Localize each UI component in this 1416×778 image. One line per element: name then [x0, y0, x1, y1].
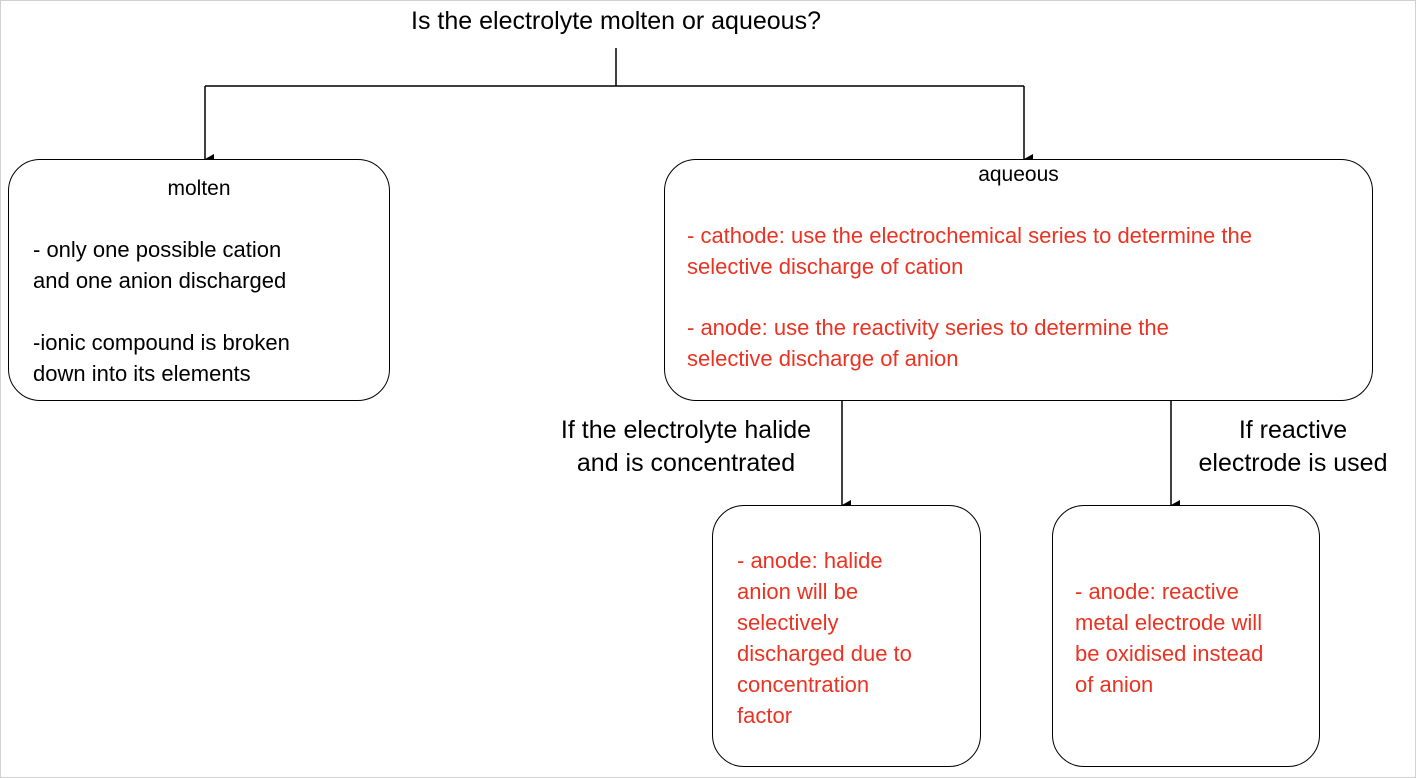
- aqueous-title: aqueous: [978, 163, 1059, 186]
- aqueous-point: - cathode: use the electrochemical serie…: [687, 223, 1252, 279]
- reactive-result-text: - anode: reactive metal electrode will b…: [1075, 579, 1264, 697]
- aqueous-box: aqueous - cathode: use the electrochemic…: [664, 159, 1373, 401]
- molten-box: molten - only one possible cation and on…: [8, 159, 390, 401]
- halide-result-box: - anode: halide anion will be selectivel…: [712, 505, 981, 767]
- reactive-condition-label: If reactive electrode is used: [1198, 416, 1388, 477]
- halide-condition-label: If the electrolyte halide and is concent…: [560, 416, 812, 477]
- molten-point: -ionic compound is broken down into its …: [33, 330, 290, 386]
- molten-point: - only one possible cation and one anion…: [33, 237, 287, 293]
- aqueous-point: - anode: use the reactivity series to de…: [687, 315, 1169, 371]
- diagram-question: Is the electrolyte molten or aqueous?: [411, 7, 821, 35]
- reactive-result-box: - anode: reactive metal electrode will b…: [1052, 505, 1320, 767]
- halide-result-text: - anode: halide anion will be selectivel…: [737, 548, 912, 728]
- molten-title: molten: [167, 177, 231, 200]
